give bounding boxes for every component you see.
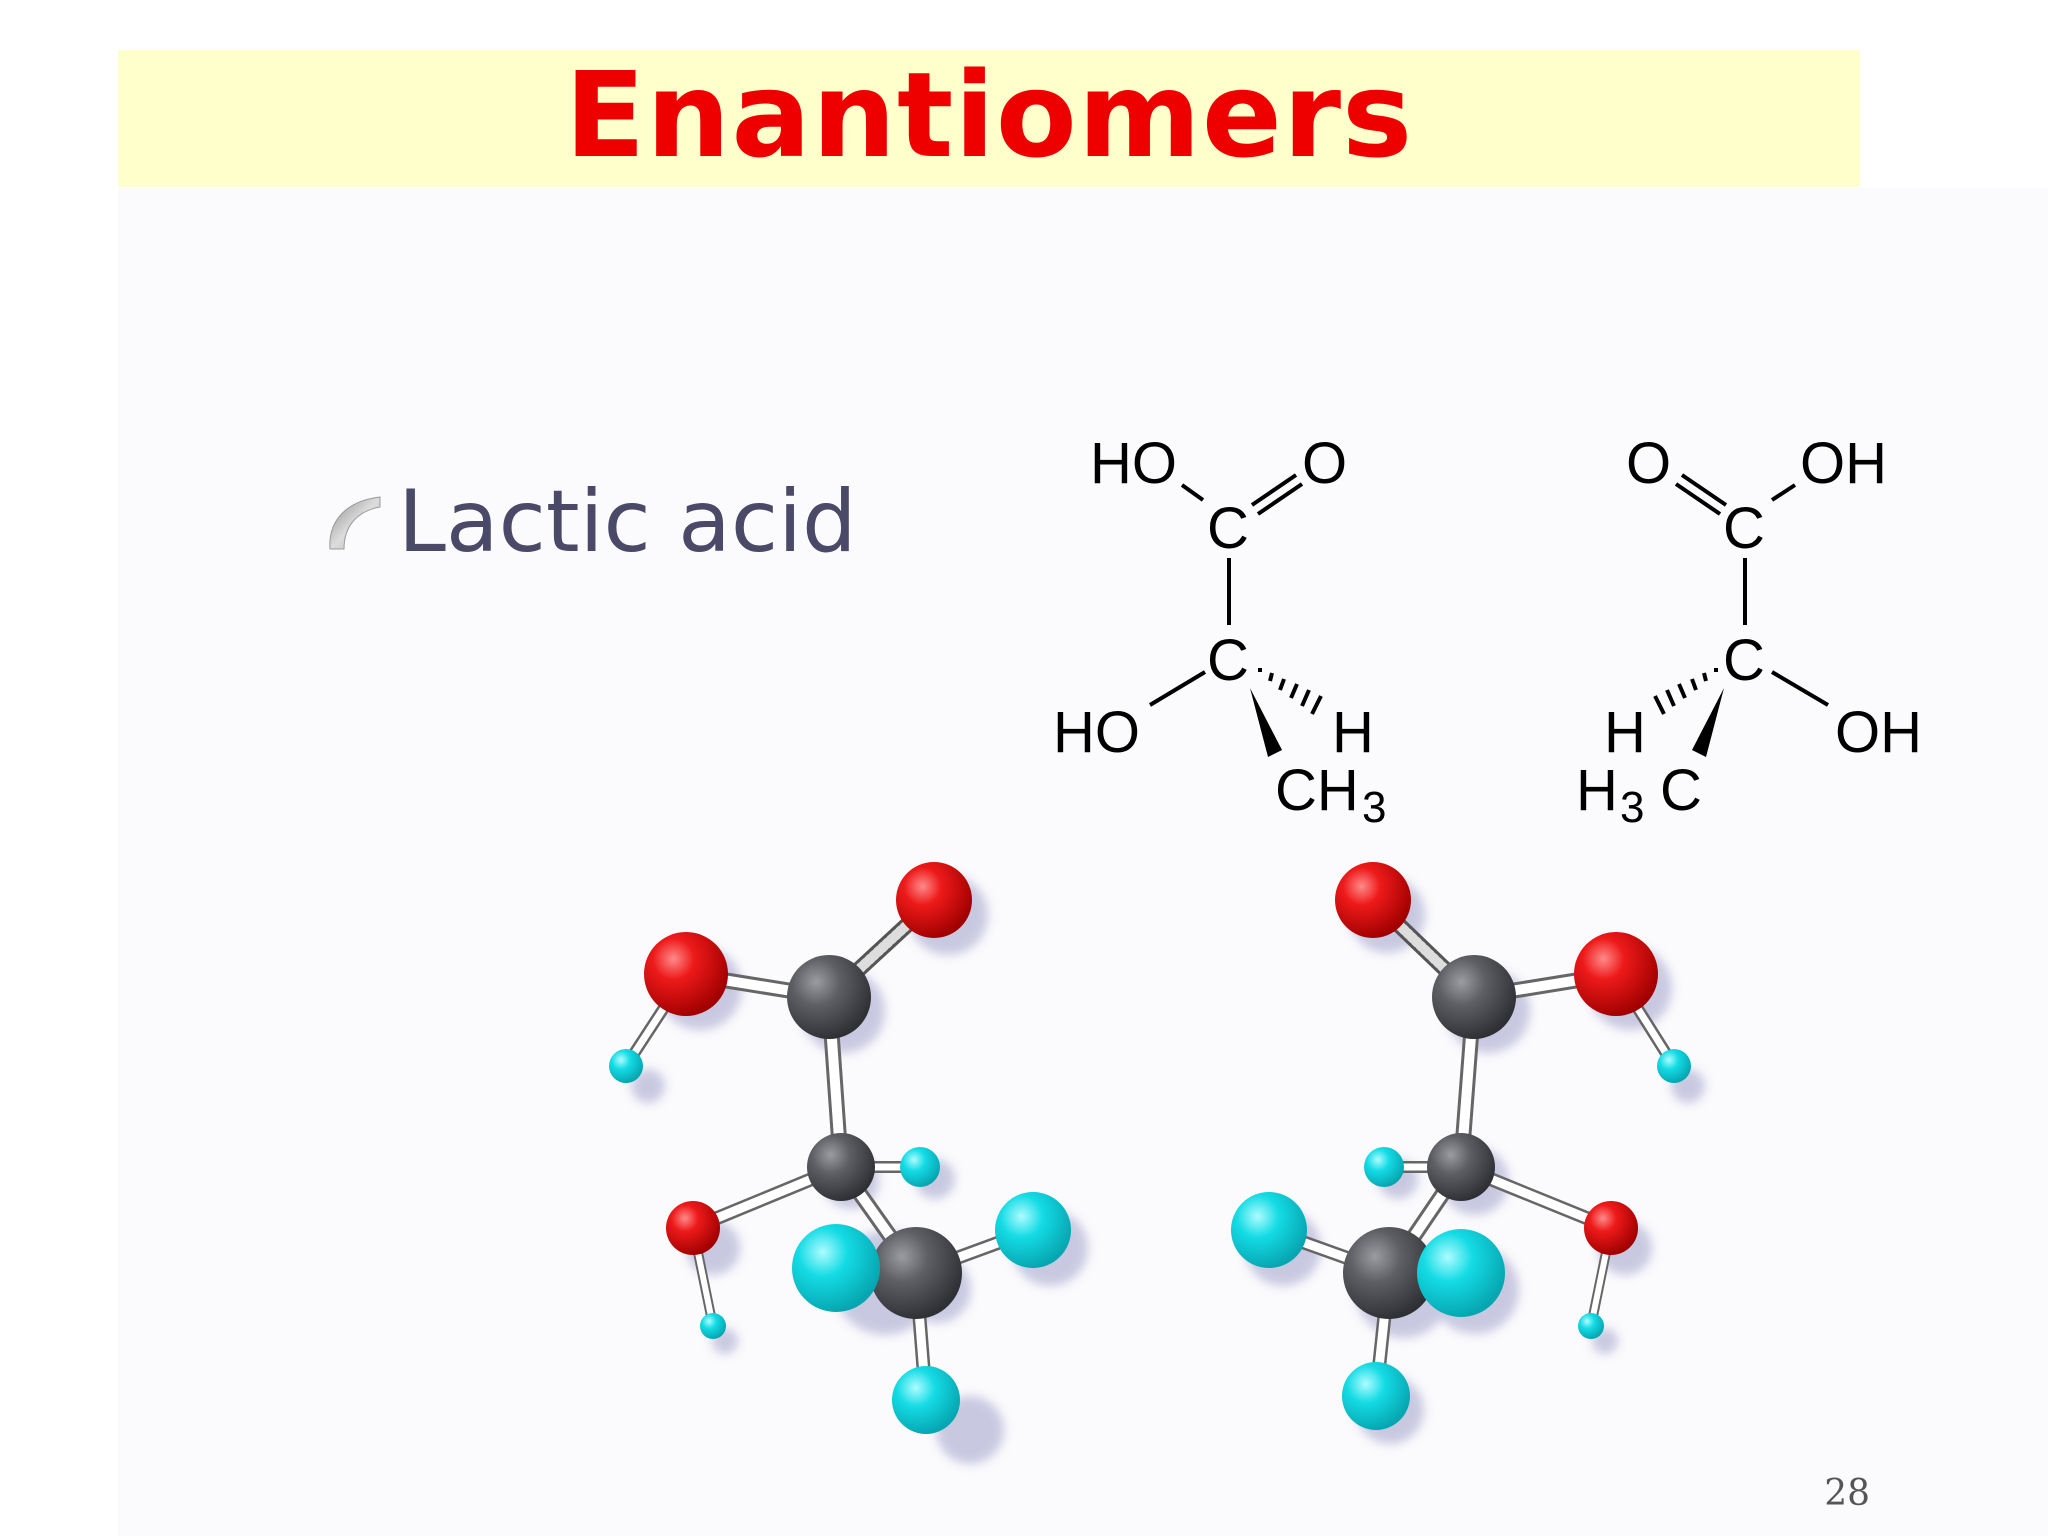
bullet-item: Lactic acid: [322, 472, 857, 572]
slide-title: Enantiomers: [564, 45, 1414, 184]
right-methyl-carbon-atom: [1343, 1227, 1435, 1319]
right-methyl-subscript: 3: [1620, 783, 1644, 832]
bullet-text: Lactic acid: [398, 472, 857, 572]
left-methyl-hydrogen-atom-b: [792, 1224, 880, 1312]
right-chiral-carbon-atom: [1427, 1133, 1495, 1201]
left-methyl-subscript: 3: [1362, 783, 1386, 832]
left-bond-ho-c: [1180, 483, 1205, 502]
left-top-left-label: HO: [1090, 431, 1177, 496]
right-methyl-h: H: [1576, 758, 1618, 823]
left-bond-c-oh: [1148, 670, 1207, 707]
left-methyl-hydrogen-atom-a: [995, 1192, 1071, 1268]
right-wedge-bond: [1692, 688, 1724, 757]
left-double-bond-b: [1256, 482, 1304, 516]
right-bond-c-oh2: [1770, 670, 1830, 707]
left-methyl-label: CH: [1275, 758, 1359, 823]
left-double-bond-a: [1250, 473, 1298, 507]
right-top-right-label: OH: [1800, 431, 1887, 496]
right-methyl-hydrogen-atom-a: [1231, 1192, 1307, 1268]
left-oxygen-atom: [644, 932, 728, 1016]
left-methyl-carbon-atom: [870, 1227, 962, 1319]
structure-left: HO O C C HO H CH 3: [1053, 431, 1386, 832]
title-banner: Enantiomers: [118, 50, 1860, 187]
left-hydroxyl-oxygen-atom: [666, 1201, 720, 1255]
structure-right: O OH C C H OH H 3 C: [1576, 431, 1922, 832]
left-chiral-carbon-atom: [807, 1133, 875, 1201]
left-wedge-bond: [1250, 688, 1282, 757]
left-carboxyl-carbon-label: C: [1207, 496, 1249, 561]
right-hash-bond: [1653, 668, 1718, 715]
right-hydroxyl-hydrogen-atom: [1657, 1049, 1691, 1083]
right-top-left-label: O: [1626, 431, 1671, 496]
right-double-bond-b: [1674, 482, 1722, 516]
page-number: 28: [1824, 1473, 1870, 1514]
right-carboxyl-carbon-label: C: [1723, 496, 1765, 561]
left-right-group-label: H: [1332, 700, 1374, 765]
left-chiral-carbon-label: C: [1207, 628, 1249, 693]
right-double-bond-a: [1680, 473, 1728, 507]
right-chiral-hydrogen-atom: [1364, 1147, 1404, 1187]
right-oxygen-atom: [1574, 932, 1658, 1016]
right-methyl-c: C: [1660, 758, 1702, 823]
right-left-group-label: H: [1604, 700, 1646, 765]
left-chiral-hydrogen-atom: [900, 1147, 940, 1187]
right-methyl-hydrogen-atom-b: [1417, 1229, 1505, 1317]
left-hash-bond: [1258, 668, 1323, 715]
right-carbonyl-oxygen-atom: [1335, 862, 1411, 938]
curved-swoosh-bullet-icon: [329, 496, 381, 550]
slide-background: [118, 188, 2048, 1536]
ball-model-right: [1231, 862, 1705, 1444]
right-methyl-hydrogen-atom-c: [1342, 1362, 1410, 1430]
ball-model-left: [609, 862, 1088, 1464]
left-methyl-hydrogen-atom-c: [892, 1366, 960, 1434]
right-group-label: OH: [1835, 700, 1922, 765]
left-hydroxyl-hydrogen-atom: [609, 1049, 643, 1083]
left-carbonyl-oxygen-atom: [896, 862, 972, 938]
right-carboxyl-carbon-atom: [1432, 955, 1516, 1039]
right-chiral-carbon-label: C: [1723, 628, 1765, 693]
right-hydroxyl-hydrogen-atom-2: [1578, 1313, 1604, 1339]
left-hydroxyl-hydrogen-atom-2: [700, 1313, 726, 1339]
left-carboxyl-carbon-atom: [787, 955, 871, 1039]
right-bond-c-oh: [1770, 483, 1797, 502]
left-group-label: HO: [1053, 700, 1140, 765]
left-top-right-label: O: [1302, 431, 1347, 496]
right-hydroxyl-oxygen-atom: [1584, 1201, 1638, 1255]
